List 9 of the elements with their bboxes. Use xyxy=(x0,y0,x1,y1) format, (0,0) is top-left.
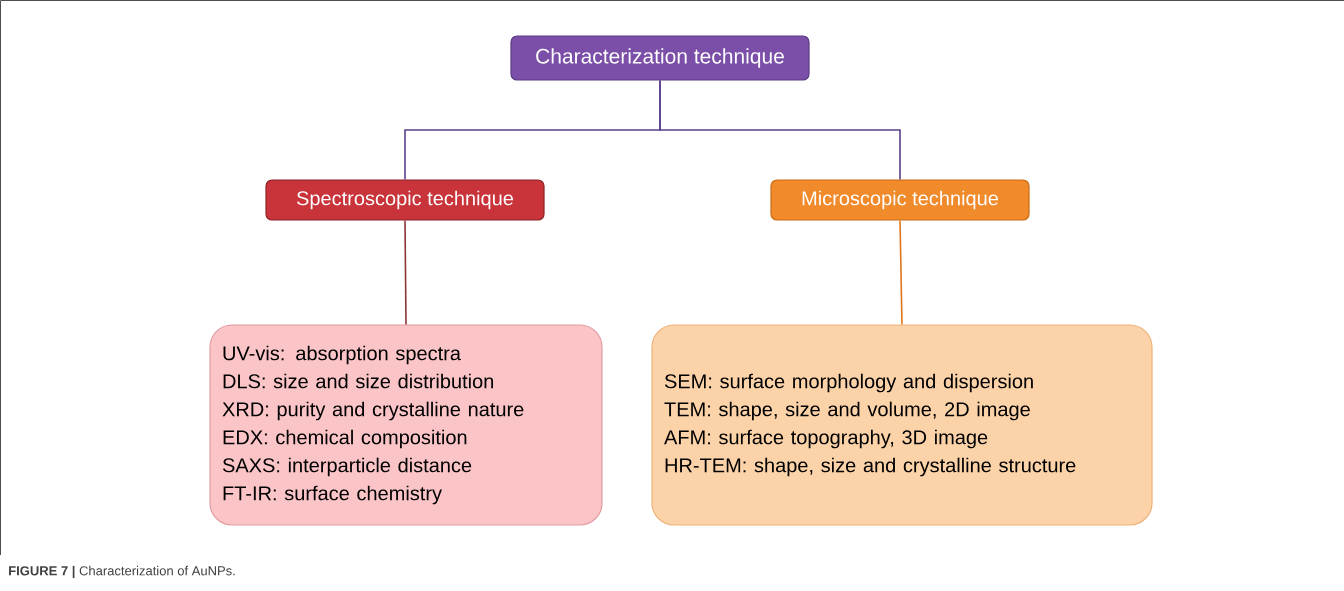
root-box: Characterization technique xyxy=(510,35,810,81)
list-box: SEM: surface morphology and dispersion TEM: shape, size and volume, 2D image AFM: surface topography, 3D image HR-TEM: shape, size and crystalline structure xyxy=(651,324,1153,526)
category-box: Spectroscopic technique xyxy=(265,179,545,221)
caption: FIGURE 7 | Characterization of AuNPs. xyxy=(9,565,235,579)
list-box: UV-vis: absorption spectra DLS: size and size distribution XRD: purity and crystalline nature EDX: chemical composition SAXS: interparticle distance FT-IR: surface chemistry xyxy=(209,324,603,526)
connector xyxy=(659,79,901,181)
category-box: Microscopic technique xyxy=(770,179,1030,221)
connector xyxy=(404,219,407,326)
connector xyxy=(899,219,903,326)
